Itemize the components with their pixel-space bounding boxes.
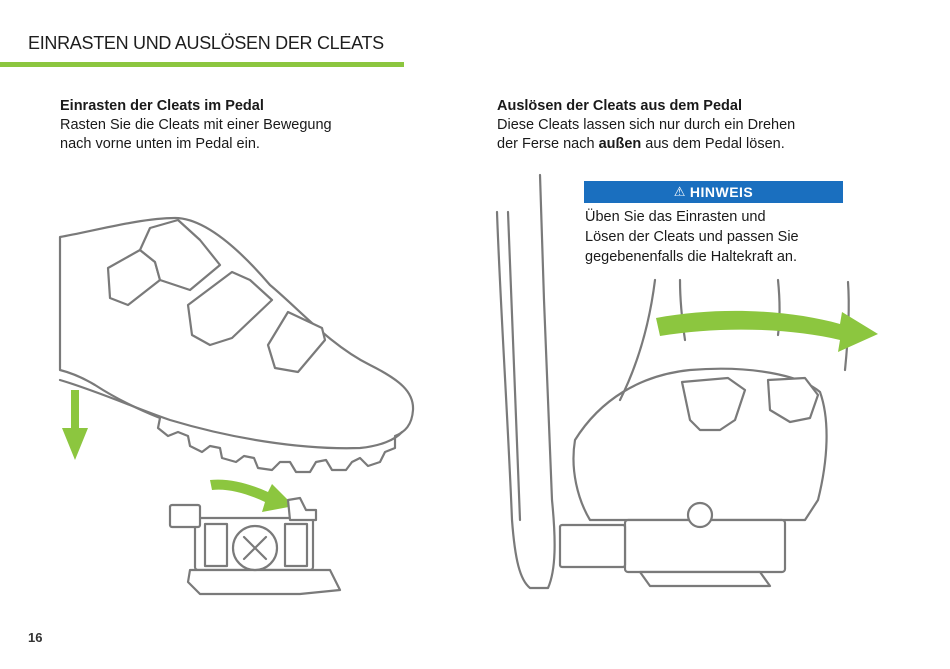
release-instructions: Auslösen der Cleats aus dem Pedal Diese … bbox=[497, 97, 857, 154]
pedal-right-bolt bbox=[686, 501, 714, 529]
engage-text-line-2: nach vorne unten im Pedal ein. bbox=[60, 136, 260, 152]
notice-banner: ⚠ HINWEIS bbox=[584, 181, 843, 203]
cleat-plate-2 bbox=[766, 376, 820, 424]
pedal-right-body bbox=[623, 518, 787, 574]
shoe-engaging-illustration bbox=[58, 216, 415, 474]
pedal-left-base bbox=[186, 568, 342, 596]
sole-line bbox=[58, 378, 404, 450]
release-text-line-2: der Ferse nach außen aus dem Pedal lösen… bbox=[497, 135, 857, 154]
shoe-releasing-illustration bbox=[495, 173, 850, 590]
leg-line-2 bbox=[678, 278, 687, 342]
notice-line-2: Lösen der Cleats und passen Sie bbox=[585, 229, 799, 245]
shoe-sole-right bbox=[572, 367, 828, 522]
crank-arm bbox=[495, 173, 556, 590]
page-number: 16 bbox=[28, 630, 43, 645]
notice-line-3: gegebenenfalls die Haltekraft an. bbox=[585, 249, 798, 265]
strap-2 bbox=[186, 270, 274, 347]
release-text-emphasis: außen bbox=[598, 136, 642, 152]
pedal-left-side bbox=[203, 522, 229, 568]
warning-triangle-icon: ⚠ bbox=[673, 184, 686, 199]
page-title: EINRASTEN UND AUSLÖSEN DER CLEATS bbox=[28, 33, 384, 53]
notice-line-1: Üben Sie das Einrasten und bbox=[585, 209, 766, 225]
arrow-rotate-out-icon bbox=[656, 310, 878, 352]
arrow-down-icon bbox=[62, 390, 88, 460]
pedal-left-side-2 bbox=[283, 522, 309, 568]
strap-3 bbox=[266, 310, 327, 374]
cleat-plate bbox=[680, 376, 747, 432]
release-text-line-2-start: der Ferse nach bbox=[497, 136, 599, 152]
pedal-right-base bbox=[638, 570, 772, 588]
leg-line-1 bbox=[618, 278, 657, 402]
pedal-left-clip bbox=[286, 496, 318, 522]
release-heading: Auslösen der Cleats aus dem Pedal bbox=[497, 98, 742, 114]
pedal-left-illustration bbox=[168, 496, 342, 596]
release-text-line-2-end: aus dem Pedal lösen. bbox=[641, 136, 785, 152]
engage-instructions: Einrasten der Cleats im Pedal Rasten Sie… bbox=[60, 97, 400, 154]
pedal-left-axle bbox=[168, 503, 202, 529]
engage-text-line-1: Rasten Sie die Cleats mit einer Bewegung bbox=[60, 117, 332, 133]
arrow-forward-icon bbox=[210, 479, 294, 512]
pedal-right-axle bbox=[558, 523, 627, 569]
crank-edge bbox=[506, 210, 522, 522]
strap-1-upper bbox=[138, 218, 222, 292]
notice-text: Üben Sie das Einrasten und Lösen der Cle… bbox=[585, 207, 845, 267]
notice-label: HINWEIS bbox=[689, 184, 754, 200]
bolt-cross bbox=[242, 535, 268, 561]
cycling-shoe-outline bbox=[58, 216, 415, 474]
title-underline bbox=[0, 62, 404, 67]
leg-line-3 bbox=[776, 278, 781, 337]
engage-heading: Einrasten der Cleats im Pedal bbox=[60, 98, 264, 114]
release-text-line-1: Diese Cleats lassen sich nur durch ein D… bbox=[497, 117, 796, 133]
